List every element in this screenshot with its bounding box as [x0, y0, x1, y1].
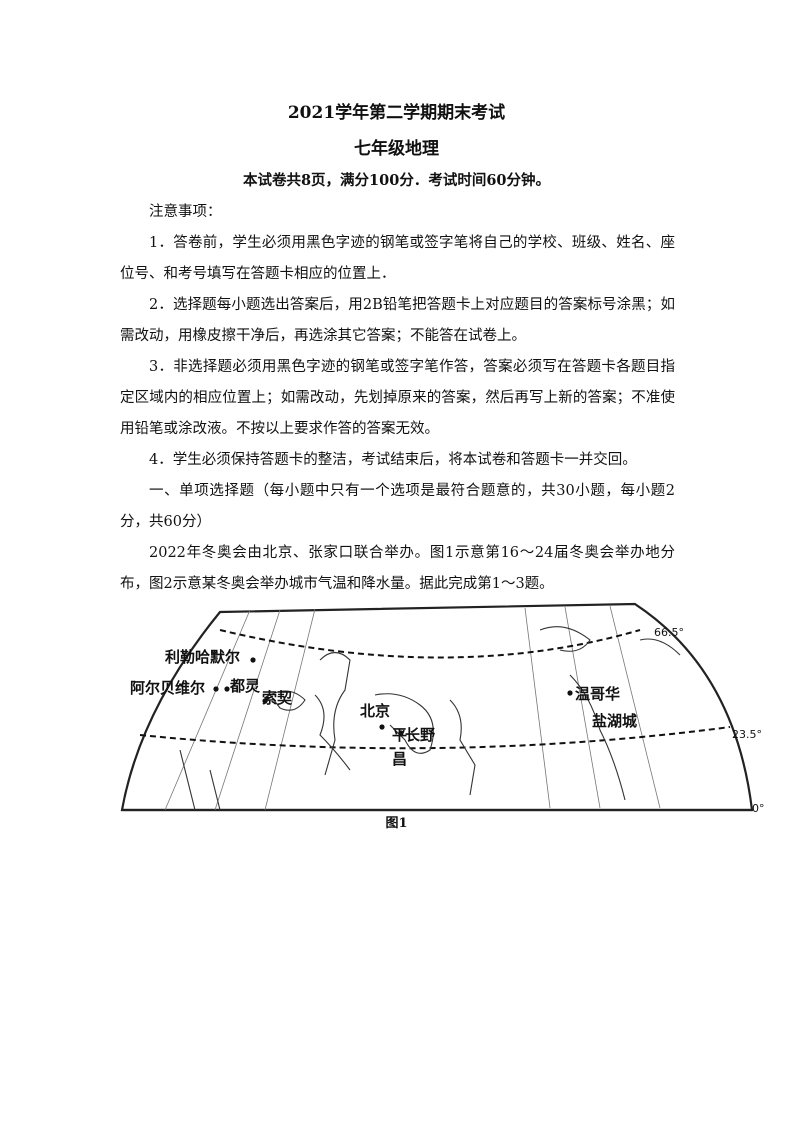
nagano-dot — [398, 730, 404, 736]
label-equator-degree: 0° — [752, 802, 765, 815]
exam-title: 2021学年第二学期期末考试 — [287, 103, 506, 123]
label-pyeongchang-1: 平 — [392, 726, 407, 744]
albertville-dot — [213, 686, 219, 692]
vancouver-dot — [567, 690, 573, 696]
turin-dot — [224, 686, 230, 692]
label-beijing: 北京 — [360, 702, 390, 720]
label-tropic-degree: 23.5° — [732, 728, 762, 741]
label-salt-lake-city: 盐湖城 — [592, 712, 637, 730]
section-heading: 一、单项选择题（每小题中只有一个选项是最符合题意的，共30小题，每小题2分，共6… — [120, 483, 675, 530]
coastlines — [179, 626, 681, 811]
map-frame — [120, 602, 754, 812]
meridian-grid — [164, 605, 661, 811]
label-lillehammer: 利勒哈默尔 — [165, 648, 240, 666]
notice-item-3: 3．非选择题必须用黑色字迹的钢笔或签字笔作答，答案必须写在答题卡各题目指定区域内… — [120, 359, 675, 437]
label-nagano: 长野 — [405, 726, 435, 744]
exam-info: 本试卷共8页，满分100分．考试时间60分钟。 — [242, 172, 551, 189]
label-vancouver: 温哥华 — [575, 685, 620, 703]
pyeongchang-dot — [379, 724, 385, 730]
city-markers — [213, 657, 573, 736]
exam-subject: 七年级地理 — [354, 139, 439, 159]
label-sochi: 索契 — [262, 689, 293, 707]
notice-heading: 注意事项： — [149, 204, 222, 220]
question-intro: 2022年冬奥会由北京、张家口联合举办。图1示意第16～24届冬奥会举办地分布，… — [120, 545, 675, 592]
sochi-dot — [262, 698, 268, 704]
notice-item-2: 2．选择题每小题选出答案后，用2B铅笔把答题卡上对应题目的答案标号涂黑；如需改动… — [120, 297, 675, 344]
notice-item-1: 1．答卷前，学生必须用黑色字迹的钢笔或签字笔将自己的学校、班级、姓名、座位号、和… — [120, 235, 675, 282]
figure-caption: 图1 — [385, 816, 408, 831]
notice-item-4: 4．学生必须保持答题卡的整洁，考试结束后，将本试卷和答题卡一并交回。 — [149, 452, 637, 468]
olympic-map-figure: 利勒哈默尔 阿尔贝维尔 都灵 索契 北京 平 昌 长野 温哥华 盐湖城 66.5… — [120, 600, 780, 820]
label-albertville: 阿尔贝维尔 — [130, 679, 205, 697]
tropic-line — [139, 726, 731, 750]
world-map-svg: 利勒哈默尔 阿尔贝维尔 都灵 索契 北京 平 昌 长野 温哥华 盐湖城 66.5… — [120, 602, 765, 815]
label-turin: 都灵 — [229, 677, 261, 695]
lillehammer-dot — [250, 657, 256, 663]
label-arctic-degree: 66.5° — [654, 626, 684, 639]
label-pyeongchang-2: 昌 — [392, 750, 407, 768]
